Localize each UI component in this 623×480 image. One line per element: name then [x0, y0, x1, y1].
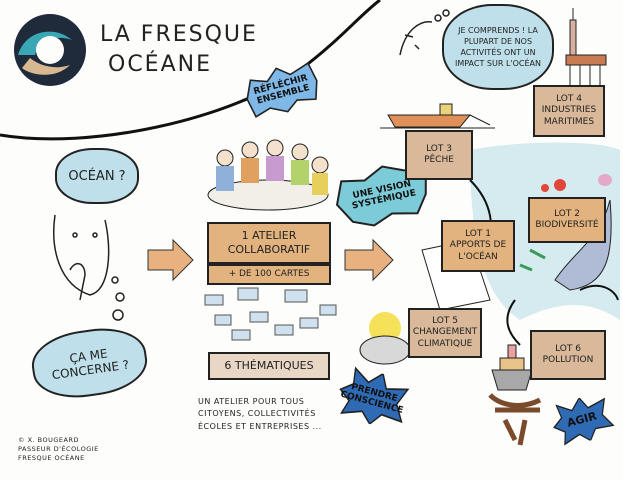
oil-platform-illustration: [565, 8, 607, 85]
marine-life-illustration: [519, 174, 612, 291]
thinking-face-illustration: [399, 9, 450, 56]
credit: © X. Bougeard Passeur d'écologie Fresque…: [18, 436, 99, 462]
audience-text: Un atelier pour tous citoyens, collectiv…: [198, 397, 322, 431]
thought-cloud: Je comprends ! La plupart de nos activit…: [442, 4, 554, 90]
lot4-number: Lot 4: [556, 94, 582, 105]
credit-author: © X. Bougeard: [18, 436, 79, 444]
concern-question-label: Ça me concerne ?: [50, 346, 130, 383]
lot5-box: Lot 5Changement climatique: [408, 308, 482, 358]
atelier-box: 1 atelier collaboratif: [207, 222, 331, 264]
become-aware-badge: Prendre conscience: [332, 364, 413, 432]
splash-icon: [335, 165, 427, 227]
arrow-right-icon: [344, 238, 394, 282]
atelier-label: 1 atelier collaboratif: [227, 229, 311, 256]
app-title-line1: La Fresque: [100, 22, 258, 47]
reflect-together-badge: Réfléchir ensemble: [237, 56, 327, 123]
lot2-box: Lot 2Biodiversité: [528, 197, 606, 243]
lot1-box: Lot 1Apports de l'océan: [441, 220, 515, 272]
logo-icon: [14, 14, 86, 86]
lot6-box: Lot 6Pollution: [530, 330, 606, 380]
lot3-label: Pêche: [424, 155, 454, 165]
cards-label: + de 100 cartes: [228, 268, 310, 279]
themes-box: 6 thématiques: [208, 352, 330, 380]
ocean-question-cloud: Océan ?: [55, 148, 139, 204]
lot2-number: Lot 2: [554, 208, 580, 219]
credit-role: Passeur d'écologie: [18, 444, 99, 453]
ocean-question-label: Océan ?: [68, 168, 126, 184]
sun-cloud-illustration: [359, 312, 411, 365]
lot2-label: Biodiversité: [535, 220, 599, 230]
app-title-line2: Océane: [108, 52, 212, 77]
splash-icon: [339, 366, 410, 426]
lot5-number: Lot 5: [432, 316, 458, 327]
arrow-right-icon: [147, 238, 194, 282]
polluting-ship-illustration: [488, 344, 542, 446]
lot1-label: Apports de l'océan: [449, 240, 507, 262]
cards-illustration: [204, 287, 337, 341]
lot3-box: Lot 3Pêche: [405, 130, 473, 180]
lot1-number: Lot 1: [465, 229, 491, 240]
lot6-number: Lot 6: [555, 343, 581, 354]
lot4-label: Industries maritimes: [541, 105, 597, 127]
credit-project: Fresque Océane: [18, 453, 85, 462]
splash-icon: [246, 62, 318, 118]
act-badge: Agir: [547, 391, 616, 449]
lot6-label: Pollution: [542, 355, 594, 365]
splash-icon: [553, 396, 615, 446]
lot3-number: Lot 3: [426, 143, 452, 154]
lot4-box: Lot 4Industries maritimes: [533, 85, 605, 137]
fishing-boat-illustration: [380, 103, 495, 129]
thought-text: Je comprends ! La plupart de nos activit…: [454, 25, 541, 69]
systemic-vision-badge: Une vision systémique: [328, 155, 438, 234]
lot5-label: Changement climatique: [412, 327, 478, 349]
thinking-face-illustration: [53, 214, 125, 321]
themes-label: 6 thématiques: [224, 359, 314, 373]
people-group-illustration: [207, 139, 329, 211]
cards-box: + de 100 cartes: [207, 264, 331, 285]
